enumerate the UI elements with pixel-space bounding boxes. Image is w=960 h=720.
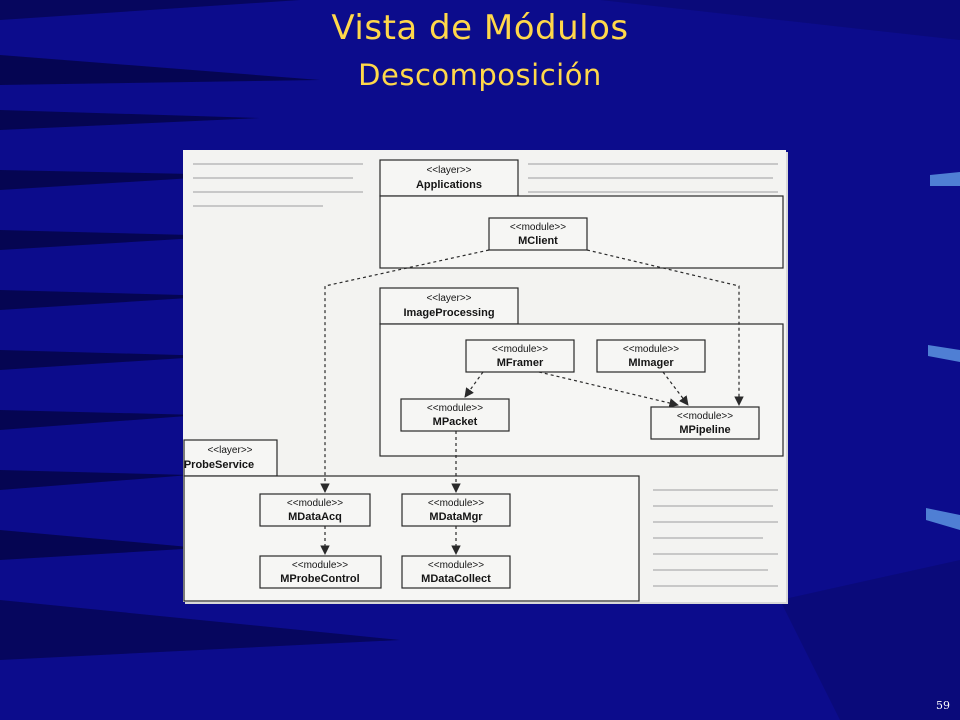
module-mdataacq: <<module>> MDataAcq <box>259 493 371 527</box>
slide-number: 59 <box>936 699 950 712</box>
slide-title: Vista de Módulos <box>331 8 629 48</box>
module-mclient: <<module>> MClient <box>488 217 588 251</box>
module-name: MDataMgr <box>429 511 483 523</box>
layer-name-probe-service: ProbeService <box>184 459 254 471</box>
module-stereotype: <<module>> <box>623 344 679 355</box>
module-name: MImager <box>628 357 674 369</box>
module-mpipeline: <<module>> MPipeline <box>650 406 760 440</box>
layer-stereotype: <<layer>> <box>426 293 471 304</box>
module-mframer: <<module>> MFramer <box>465 339 575 373</box>
dependency-arrow-mframer-mpacket <box>464 371 484 398</box>
module-name: MProbeControl <box>280 573 359 585</box>
module-stereotype: <<module>> <box>677 411 733 422</box>
module-name: MDataAcq <box>288 511 342 523</box>
layer-name-applications: Applications <box>416 179 482 191</box>
module-name: MDataCollect <box>421 573 491 585</box>
module-stereotype: <<module>> <box>428 560 484 571</box>
module-stereotype: <<module>> <box>287 498 343 509</box>
layer-stereotype: <<layer>> <box>207 445 252 456</box>
module-mimager: <<module>> MImager <box>596 339 706 373</box>
module-stereotype: <<module>> <box>428 498 484 509</box>
layer-name-image-processing: ImageProcessing <box>403 307 494 319</box>
module-stereotype: <<module>> <box>510 222 566 233</box>
module-mpacket: <<module>> MPacket <box>400 398 510 432</box>
module-name: MFramer <box>497 357 544 369</box>
layer-applications: <<layer>> Applications <box>379 159 784 269</box>
slide-subtitle: Descomposición <box>358 58 602 92</box>
module-stereotype: <<module>> <box>492 344 548 355</box>
module-name: MPipeline <box>679 424 730 436</box>
module-name: MPacket <box>433 416 478 428</box>
dependency-arrow-mclient-mpipeline <box>586 249 744 406</box>
module-name: MClient <box>518 235 558 247</box>
module-stereotype: <<module>> <box>292 560 348 571</box>
dependency-arrow-mclient-mdataacq <box>320 249 490 493</box>
layer-stereotype: <<layer>> <box>426 165 471 176</box>
module-mprobecontrol: <<module>> MProbeControl <box>259 555 382 589</box>
module-decomposition-diagram: <<layer>> Applications <<layer>> ImagePr… <box>183 150 786 602</box>
diagram-canvas: <<layer>> Applications <<layer>> ImagePr… <box>183 159 784 602</box>
module-mdatamgr: <<module>> MDataMgr <box>401 493 511 527</box>
module-mdatacollect: <<module>> MDataCollect <box>401 555 511 589</box>
dependency-arrow-mimager-mpipeline <box>662 371 689 406</box>
module-stereotype: <<module>> <box>427 403 483 414</box>
